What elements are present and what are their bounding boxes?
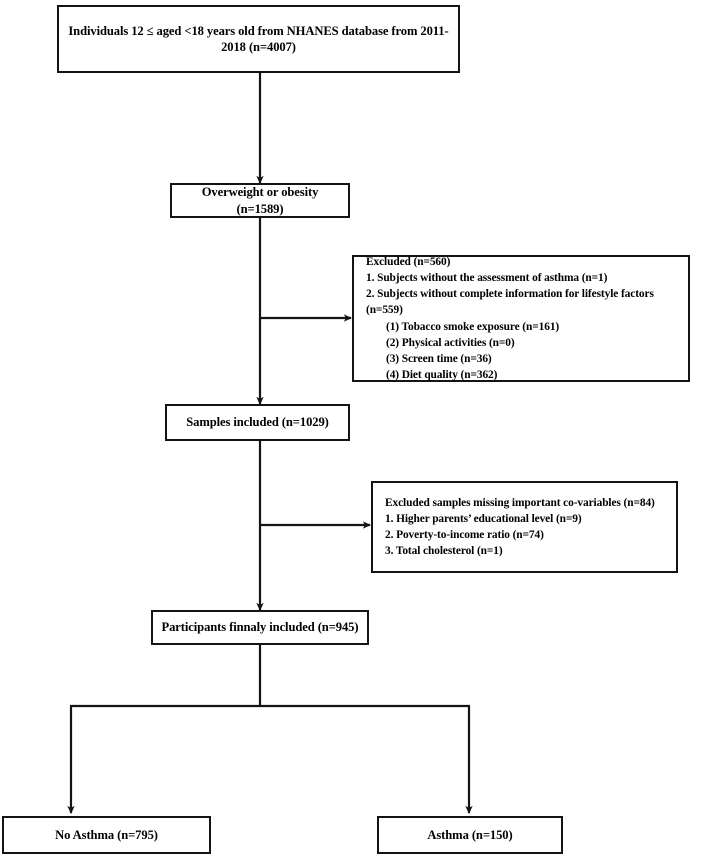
excluded-covariables-title: Excluded samples missing important co-va… bbox=[385, 496, 655, 509]
excluded-lifestyle-item1: 1. Subjects without the assessment of as… bbox=[366, 271, 608, 284]
excluded-lifestyle-title: Excluded (n=560) bbox=[366, 255, 451, 268]
node-excluded-covariables: Excluded samples missing important co-va… bbox=[371, 481, 678, 573]
node-samples-included: Samples included (n=1029) bbox=[165, 404, 350, 441]
node-participants-final: Participants finnaly included (n=945) bbox=[151, 610, 369, 645]
excluded-covariables-item2: 2. Poverty-to-income ratio (n=74) bbox=[385, 529, 544, 541]
node-outcome-asthma: Asthma (n=150) bbox=[377, 816, 563, 854]
excluded-covariables-item1: 1. Higher parents’ educational level (n=… bbox=[385, 512, 582, 525]
source-population-line1: Individuals 12 ≤ aged <18 years old from… bbox=[68, 23, 449, 54]
excluded-lifestyle-sub2: (2) Physical activities (n=0) bbox=[386, 336, 515, 349]
excluded-lifestyle-item2: 2. Subjects without complete information… bbox=[366, 288, 654, 317]
node-excluded-lifestyle: Excluded (n=560) 1. Subjects without the… bbox=[352, 255, 690, 382]
excluded-lifestyle-sub3: (3) Screen time (n=36) bbox=[386, 352, 492, 365]
excluded-lifestyle-sub1: (1) Tobacco smoke exposure (n=161) bbox=[386, 320, 560, 333]
source-population-line2: (n=4007) bbox=[248, 40, 296, 54]
node-source-population: Individuals 12 ≤ aged <18 years old from… bbox=[57, 5, 460, 73]
overweight-obesity-label: Overweight or obesity (n=1589) bbox=[201, 185, 319, 216]
excluded-lifestyle-sub4: (4) Diet quality (n=362) bbox=[386, 369, 498, 382]
excluded-covariables-item3: 3. Total cholesterol (n=1) bbox=[385, 545, 503, 558]
participants-final-label: Participants finnaly included (n=945) bbox=[161, 620, 359, 635]
samples-included-label: Samples included (n=1029) bbox=[186, 415, 329, 430]
node-overweight-obesity: Overweight or obesity (n=1589) bbox=[170, 183, 350, 218]
outcome-asthma-label: Asthma (n=150) bbox=[427, 827, 513, 842]
outcome-no-asthma-label: No Asthma (n=795) bbox=[55, 827, 158, 842]
node-outcome-no-asthma: No Asthma (n=795) bbox=[2, 816, 211, 854]
